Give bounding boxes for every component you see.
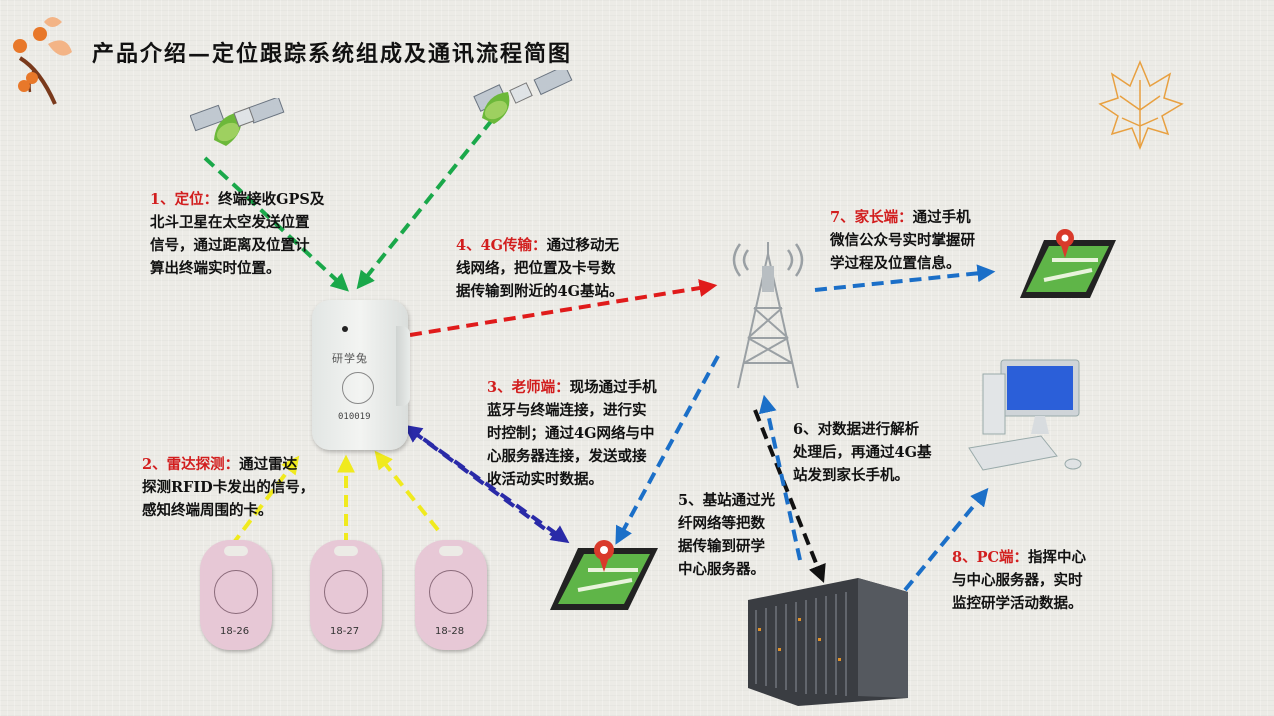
tag-id: 18-27: [330, 626, 360, 637]
note-line: 信号，通过距离及位置计: [150, 237, 310, 254]
server-to-tower-arrow: [758, 394, 802, 561]
bluetooth-arrow-b: [406, 426, 570, 544]
maple-leaf-icon: [1098, 60, 1184, 151]
note-line: 中心服务器。: [678, 561, 765, 578]
tag-logo: [429, 570, 473, 614]
rfid-tag: 18-28: [415, 540, 487, 650]
note-line: 6、对数据进行解析: [793, 421, 920, 438]
note-line: 据传输到附近的4G基站。: [456, 283, 624, 300]
note-analysis: 6、对数据进行解析 处理后，再通过4G基 站发到家长手机。: [793, 418, 931, 487]
cell-tower-icon: [732, 242, 804, 389]
device-brand: 研学兔: [332, 352, 368, 365]
note-line: 通过手机: [912, 209, 971, 226]
note-head: 1、定位：: [150, 191, 219, 208]
parent-phone-icon: [1020, 229, 1116, 298]
note-line: 线网络，把位置及卡号数: [456, 260, 616, 277]
note-line: 指挥中心: [1028, 549, 1087, 566]
tag-hole: [439, 546, 463, 556]
tracking-device: 研学兔 010019: [312, 300, 410, 450]
tag-logo: [214, 570, 258, 614]
device-led: [342, 326, 348, 332]
tag-id: 18-26: [220, 626, 250, 637]
teacher-4g-arrow: [615, 355, 720, 545]
parent-arrow: [814, 264, 996, 292]
satellite-icon-left: [190, 98, 285, 146]
page-title: 产品介绍—定位跟踪系统组成及通讯流程简图: [92, 41, 573, 67]
note-head: 4、4G传输：: [456, 237, 547, 254]
note-pc: 8、PC端：指挥中心 与中心服务器，实时 监控研学活动数据。: [952, 546, 1086, 615]
tag-id: 18-28: [435, 626, 465, 637]
note-line: 北斗卫星在太空发送位置: [150, 214, 310, 231]
bluetooth-arrow-a: [403, 424, 562, 542]
note-line: 算出终端实时位置。: [150, 260, 281, 277]
note-line: 据传输到研学: [678, 538, 765, 555]
gps-arrow-left: [203, 156, 349, 292]
note-line: 监控研学活动数据。: [952, 595, 1083, 612]
note-head: 3、老师端：: [487, 379, 570, 396]
note-head: 2、雷达探测：: [142, 456, 240, 473]
device-serial: 010019: [338, 412, 371, 422]
note-teacher: 3、老师端：现场通过手机 蓝牙与终端连接，进行实 时控制；通过4G网络与中 心服…: [487, 376, 657, 491]
note-line: 终端接收GPS及: [218, 191, 325, 208]
device-antenna: [396, 326, 410, 406]
rfid-tag: 18-26: [200, 540, 272, 650]
note-line: 时控制；通过4G网络与中: [487, 425, 655, 442]
note-line: 5、基站通过光: [678, 492, 776, 509]
4g-arrow: [409, 279, 718, 337]
satellite-icon-right: [473, 70, 573, 124]
pc-icon: [968, 359, 1082, 471]
note-head: 7、家长端：: [830, 209, 913, 226]
server-rack-icon: [748, 578, 908, 706]
note-line: 感知终端周围的卡。: [142, 502, 273, 519]
pc-arrow: [903, 487, 989, 592]
note-line: 探测RFID卡发出的信号，: [142, 479, 315, 496]
note-radar: 2、雷达探测：通过雷达 探测RFID卡发出的信号， 感知终端周围的卡。: [142, 453, 314, 522]
gps-arrow-right: [356, 118, 494, 290]
note-line: 处理后，再通过4G基: [793, 444, 932, 461]
note-line: 微信公众号实时掌握研: [830, 232, 975, 249]
tag-logo: [324, 570, 368, 614]
teacher-phone-icon: [550, 540, 658, 610]
note-line: 通过移动无: [546, 237, 620, 254]
berry-branch-icon: [13, 17, 72, 105]
tag-hole: [334, 546, 358, 556]
note-line: 站发到家长手机。: [793, 467, 909, 484]
note-line: 与中心服务器，实时: [952, 572, 1083, 589]
tag-hole: [224, 546, 248, 556]
note-head: 8、PC端：: [952, 549, 1029, 566]
rfid-arrow-3: [374, 450, 440, 532]
note-line: 学过程及位置信息。: [830, 255, 961, 272]
note-fiber: 5、基站通过光 纤网络等把数 据传输到研学 中心服务器。: [678, 489, 775, 581]
note-line: 通过雷达: [239, 456, 298, 473]
note-line: 心服务器连接，发送或接: [487, 448, 647, 465]
rfid-tag: 18-27: [310, 540, 382, 650]
note-line: 收活动实时数据。: [487, 471, 603, 488]
note-line: 纤网络等把数: [678, 515, 765, 532]
note-line: 现场通过手机: [569, 379, 657, 396]
note-line: 蓝牙与终端连接，进行实: [487, 402, 647, 419]
device-logo: [342, 372, 374, 404]
note-4g: 4、4G传输：通过移动无 线网络，把位置及卡号数 据传输到附近的4G基站。: [456, 234, 623, 303]
note-parent: 7、家长端：通过手机 微信公众号实时掌握研 学过程及位置信息。: [830, 206, 975, 275]
note-positioning: 1、定位：终端接收GPS及 北斗卫星在太空发送位置 信号，通过距离及位置计 算出…: [150, 188, 324, 280]
fiber-arrow: [753, 409, 826, 584]
